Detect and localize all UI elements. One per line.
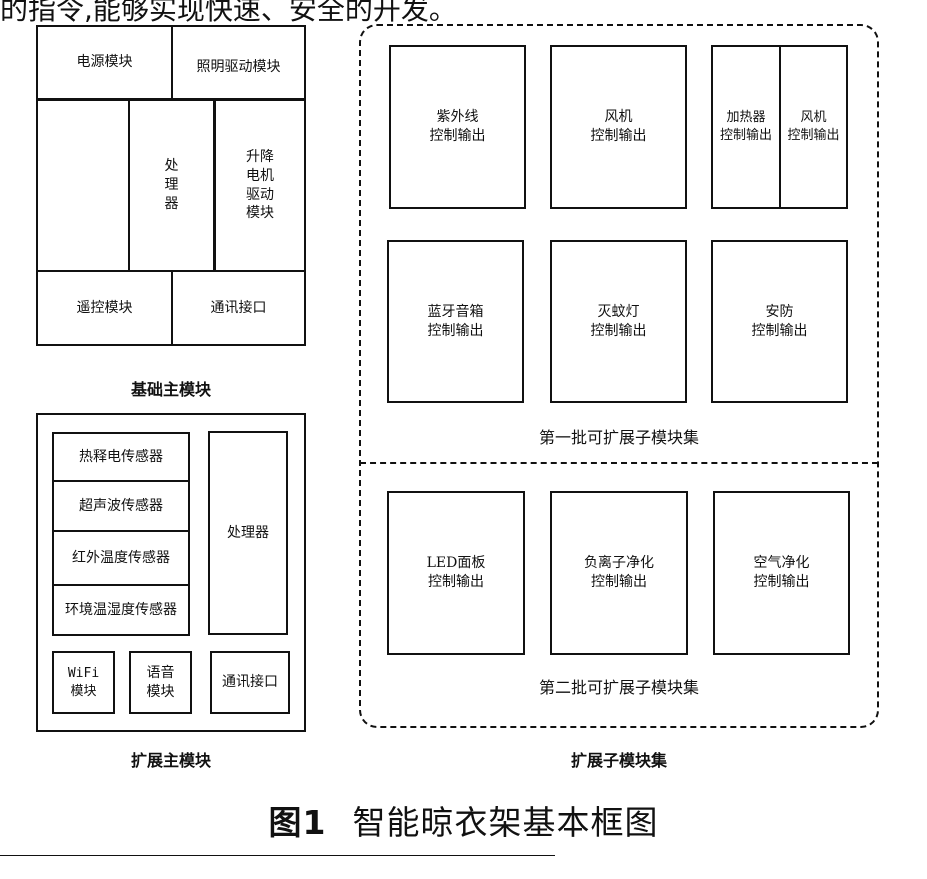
top-cut-text: 的指令,能够实现快速、安全的开发。: [0, 0, 457, 26]
base-processor: 处 理 器: [164, 158, 179, 212]
base-hline-top: [38, 98, 304, 101]
power-module: 电源模块: [76, 54, 133, 71]
figure-title-text: 智能晾衣架基本框图: [352, 803, 659, 842]
base-vline-top: [171, 27, 173, 99]
base-vline-mid-right: [213, 99, 216, 271]
voice-module: 语音 模块: [129, 651, 192, 714]
mosquito-lamp-control-output: 灭蚊灯 控制输出: [550, 240, 687, 403]
ext-processor: 处理器: [208, 431, 288, 635]
security-control-output: 安防 控制输出: [711, 240, 848, 403]
sub-module-set: [359, 24, 879, 728]
fan2-control-output: 风机 控制输出: [779, 45, 848, 209]
ext-module-caption: 扩展主模块: [130, 751, 211, 770]
heater-control-output: 加热器 控制输出: [711, 45, 781, 209]
figure-title: 图1 智能晾衣架基本框图: [0, 796, 927, 844]
lighting-driver-module: 照明驱动模块: [196, 58, 281, 75]
base-comm-interface: 通讯接口: [210, 299, 267, 316]
wifi-module: WiFi 模块: [52, 651, 115, 714]
base-module: 电源模块 照明驱动模块 处 理 器 升降 电机 驱动 模块 遥控模块 通讯接口: [36, 25, 306, 346]
sensor-ultrasonic: 超声波传感器: [52, 480, 190, 532]
anion-purify-control-output: 负离子净化 控制输出: [550, 491, 688, 655]
batch2-label: 第二批可扩展子模块集: [538, 678, 699, 697]
fan-control-output: 风机 控制输出: [550, 45, 687, 209]
sensor-pyroelectric: 热释电传感器: [52, 432, 190, 482]
sensor-infrared-temp: 红外温度传感器: [52, 530, 190, 586]
ext-comm-interface: 通讯接口: [210, 651, 290, 714]
air-purify-control-output: 空气净化 控制输出: [713, 491, 850, 655]
base-vline-mid-left: [128, 99, 130, 271]
lift-motor-driver: 升降 电机 驱动 模块: [246, 148, 274, 222]
base-module-caption: 基础主模块: [130, 380, 211, 399]
batch-divider: [360, 462, 878, 464]
base-vline-bottom: [171, 271, 173, 344]
uv-control-output: 紫外线 控制输出: [389, 45, 526, 209]
led-panel-control-output: LED面板 控制输出: [387, 491, 525, 655]
footnote-separator: [0, 855, 555, 856]
sub-module-set-caption: 扩展子模块集: [570, 751, 667, 770]
figure-number: 图1: [268, 803, 327, 842]
sensor-temp-humidity: 环境温湿度传感器: [52, 584, 190, 636]
ext-module: [36, 413, 306, 732]
bluetooth-speaker-control-output: 蓝牙音箱 控制输出: [387, 240, 524, 403]
batch1-label: 第一批可扩展子模块集: [538, 428, 699, 447]
remote-module: 遥控模块: [76, 299, 133, 316]
